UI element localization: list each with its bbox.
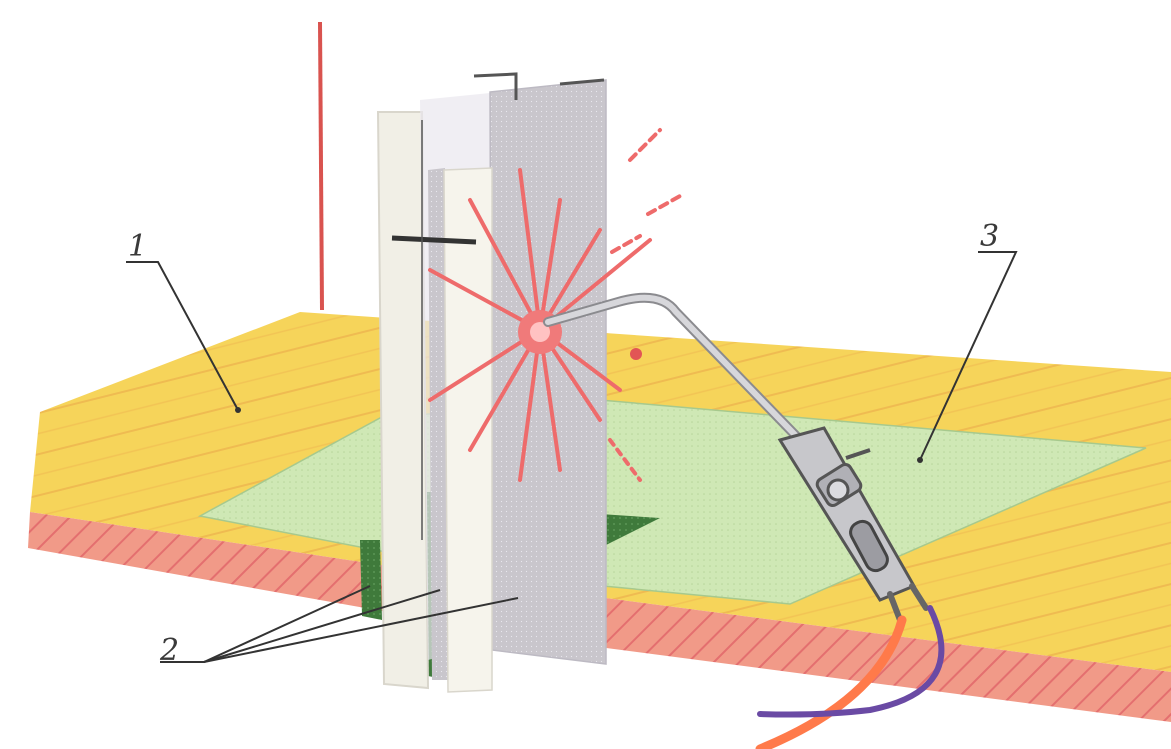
spark-drop bbox=[630, 348, 642, 360]
wall-corner-line bbox=[320, 22, 322, 310]
leader-dot-3 bbox=[917, 457, 923, 463]
callout-3: 3 bbox=[980, 219, 999, 254]
callout-2: 2 bbox=[159, 633, 179, 668]
column-front-face bbox=[444, 168, 492, 692]
callout-1: 1 bbox=[128, 229, 147, 264]
leader-dot-1 bbox=[235, 407, 241, 413]
